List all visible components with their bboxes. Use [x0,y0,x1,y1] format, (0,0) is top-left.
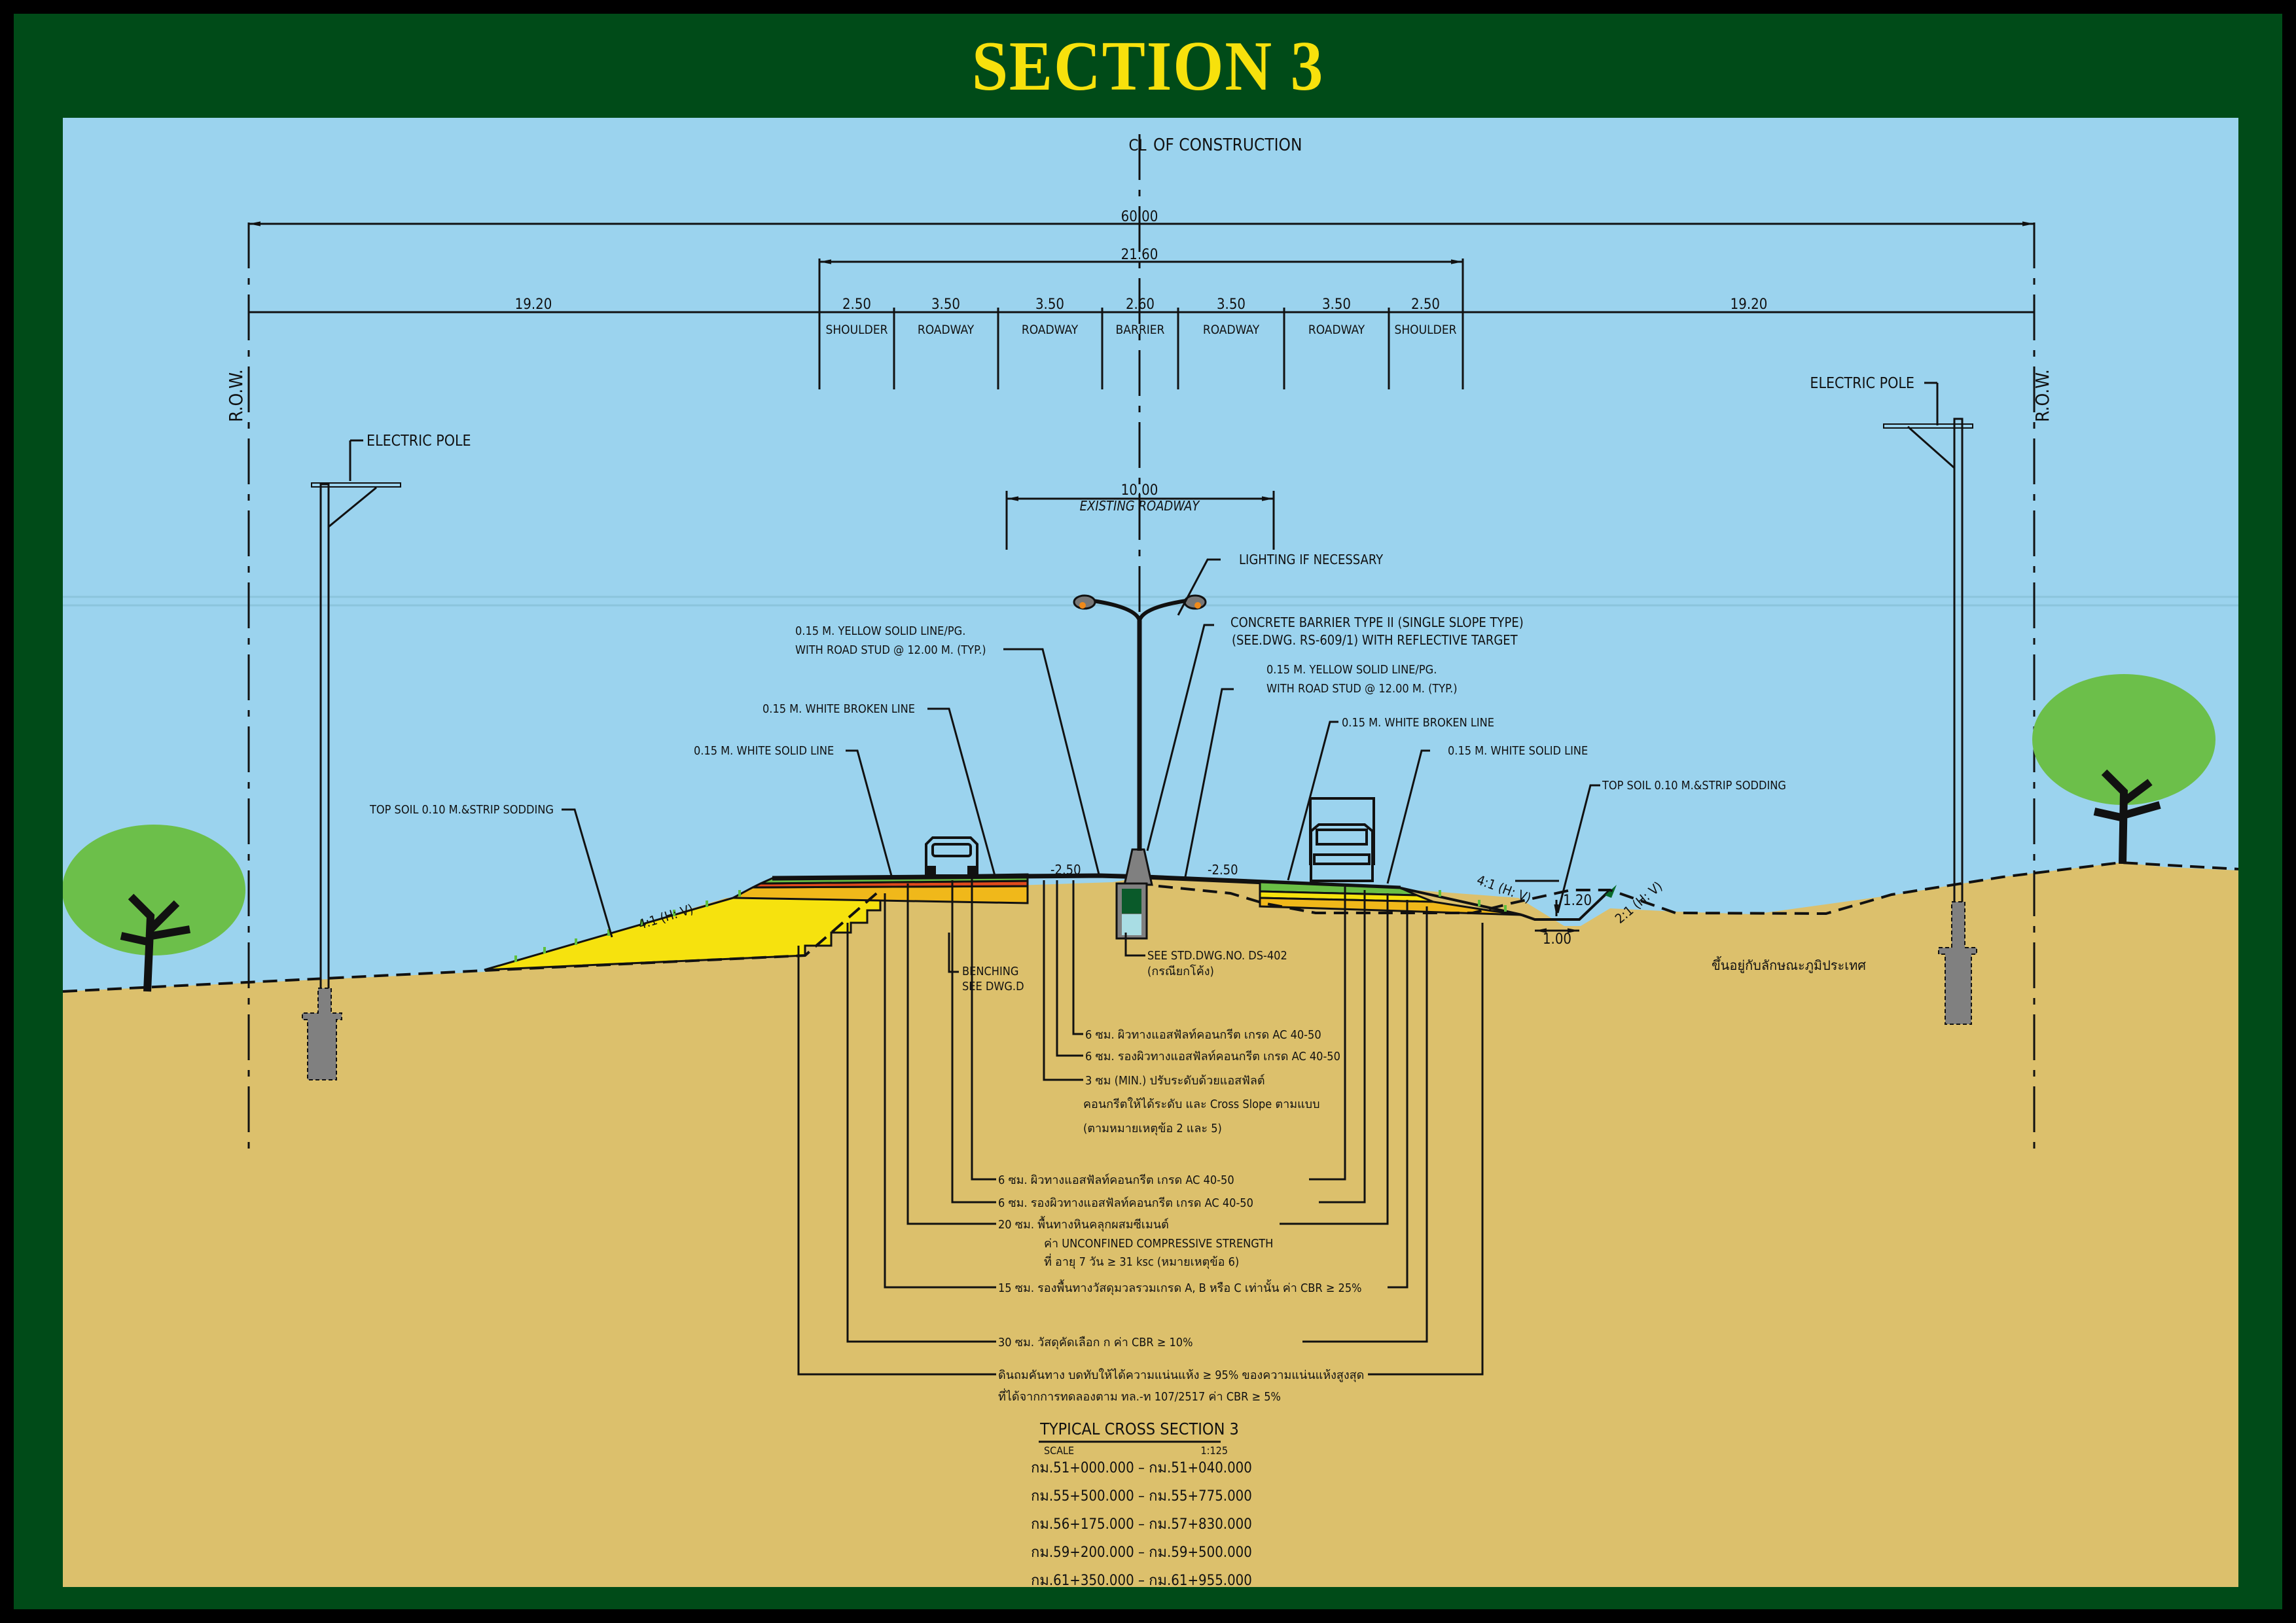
drain-1: SEE STD.DWG.NO. DS-402 [1147,949,1287,963]
dim-total-row: 60.00 [1121,209,1158,225]
pavement-layer: 6 ซม. ผิวทางแอสฟัลท์คอนกรีต เกรด AC 40-5… [998,1173,1234,1187]
electric-pole-right [1883,418,1977,1025]
lane-width: 3.50 [1322,296,1351,313]
existing-roadway-label: EXISTING ROADWAY [1080,498,1201,514]
station-range: กม.55+500.000 – กม.55+775.000 [1031,1488,1252,1505]
white-broken-left: 0.15 M. WHITE BROKEN LINE [762,702,915,716]
ditch [1521,889,1611,921]
barrier-label-1: CONCRETE BARRIER TYPE II (SINGLE SLOPE T… [1230,615,1524,630]
lane-width: 2.60 [1126,296,1155,313]
barrier-label-2: (SEE.DWG. RS-609/1) WITH REFLECTIVE TARG… [1232,632,1518,648]
lane-label: ROADWAY [1203,323,1260,337]
pavement-layer: ค่า UNCONFINED COMPRESSIVE STRENGTH [1044,1237,1273,1251]
lane-label: ROADWAY [918,323,975,337]
car-icon [925,836,978,878]
station-range: กม.59+200.000 – กม.59+500.000 [1031,1544,1252,1561]
cross-section-drawing: CL OF CONSTRUCTION R.O.W. R.O.W. 60.00 2… [63,134,2238,1587]
lane-label: SHOULDER [1394,323,1456,337]
station-range: กม.51+000.000 – กม.51+040.000 [1031,1460,1252,1476]
ditch-bottom: 1.00 [1543,931,1571,948]
lane-label: ROADWAY [1022,323,1079,337]
centerline-label: OF CONSTRUCTION [1153,135,1302,155]
electric-pole-left [302,482,401,1080]
median-layer: 6 ซม. รองผิวทางแอสฟัลท์คอนกรีต เกรด AC 4… [1085,1050,1340,1063]
existing-ground-line [63,861,2238,993]
dim-right-verge: 19.20 [1731,296,1768,313]
yellow-line-right-1: 0.15 M. YELLOW SOLID LINE/PG. [1266,663,1437,677]
white-broken-right: 0.15 M. WHITE BROKEN LINE [1342,716,1494,730]
layer-leader-lines [797,877,1484,1376]
station-range: กม.61+350.000 – กม.61+955.000 [1031,1573,1252,1587]
pavement-layer: 15 ซม. รองพื้นทางวัสดุมวลรวมเกรด A, B หร… [998,1279,1362,1295]
cross-section-panel: CL OF CONSTRUCTION R.O.W. R.O.W. 60.00 2… [63,118,2238,1587]
lane-width: 3.50 [1217,296,1246,313]
lane-label: SHOULDER [825,323,888,337]
pavement-layer: 6 ซม. รองผิวทางแอสฟัลท์คอนกรีต เกรด AC 4… [998,1196,1253,1210]
centerline-symbol: CL [1128,136,1146,154]
grass-sodding [514,890,1507,962]
yellow-line-left-2: WITH ROAD STUD @ 12.00 M. (TYP.) [795,643,986,657]
lane-width: 2.50 [842,296,871,313]
pavement-layer: ที่ อายุ 7 วัน ≥ 31 ksc (หมายเหตุข้อ 6) [1044,1253,1239,1269]
row-label-right: R.O.W. [2032,369,2053,422]
drain-2: (กรณียกโค้ง) [1147,964,1214,978]
cross-slope-left: -2.50 [1050,862,1081,878]
section-title: TYPICAL CROSS SECTION 3 [1039,1419,1239,1438]
natural-ground [63,863,2238,1587]
lighting-label: LIGHTING IF NECESSARY [1239,552,1384,567]
benching-1: BENCHING [962,965,1018,978]
lane-label: ROADWAY [1308,323,1365,337]
dim-existing-roadway: 10.00 [1121,482,1158,499]
scale-value: 1:125 [1201,1444,1228,1457]
benching-2: SEE DWG.D [962,980,1024,993]
lane-width: 3.50 [1035,296,1064,313]
median-layer: 6 ซม. ผิวทางแอสฟัลท์คอนกรีต เกรด AC 40-5… [1085,1028,1321,1042]
leader-lines [349,382,1939,973]
electric-pole-right-label: ELECTRIC POLE [1810,375,1914,392]
topsoil-right: TOP SOIL 0.10 M.&STRIP SODDING [1602,779,1786,793]
row-label-left: R.O.W. [225,369,247,422]
terrain-note: ขึ้นอยู่กับลักษณะภูมิประเทศ [1712,956,1866,974]
truck-icon [1309,797,1375,882]
scale-label: SCALE [1044,1444,1074,1457]
tree-right [2032,674,2215,865]
white-solid-left: 0.15 M. WHITE SOLID LINE [694,744,834,758]
dim-left-verge: 19.20 [515,296,552,313]
white-solid-right: 0.15 M. WHITE SOLID LINE [1448,744,1588,758]
dim-pavement: 21.60 [1121,247,1158,263]
median-layer: 3 ซม (MIN.) ปรับระดับด้วยแอสฟัลต์ [1085,1074,1265,1088]
topsoil-left: TOP SOIL 0.10 M.&STRIP SODDING [369,803,554,817]
pavement-layer: 30 ซม. วัสดุคัดเลือก ก ค่า CBR ≥ 10% [998,1336,1193,1349]
median-layer: คอนกรีตให้ได้ระดับ และ Cross Slope ตามแบ… [1083,1097,1320,1111]
lane-dimensions: 2.50 3.50 3.50 2.60 3.50 3.50 2.50 SHOUL… [825,296,1456,337]
electric-pole-left-label: ELECTRIC POLE [367,433,471,450]
dimension-lines [249,221,2034,933]
drafting-guide-lines [63,596,2238,607]
pavement-layer: 20 ซม. พื้นทางหินคลุกผสมซีเมนต์ [998,1216,1169,1232]
lane-label: BARRIER [1116,323,1165,337]
pavement-layer: ดินถมคันทาง บดทับให้ได้ความแน่นแห้ง ≥ 95… [998,1368,1364,1382]
median-layer: (ตามหมายเหตุข้อ 2 และ 5) [1083,1122,1222,1135]
station-range: กม.56+175.000 – กม.57+830.000 [1031,1516,1252,1533]
fill-slope-right [1400,887,1522,916]
concrete-barrier [1115,848,1153,940]
pavement-layer: ที่ได้จากการทดลองตาม ทล.-ท 107/2517 ค่า … [998,1388,1281,1404]
yellow-line-right-2: WITH ROAD STUD @ 12.00 M. (TYP.) [1266,682,1458,696]
cross-slope-right: -2.50 [1208,862,1238,878]
sheet-title: SECTION 3 [971,27,1325,105]
tree-left [63,825,245,992]
yellow-line-left-1: 0.15 M. YELLOW SOLID LINE/PG. [795,624,965,638]
lane-width: 3.50 [931,296,960,313]
ditch-depth: 1.20 [1563,893,1592,909]
lane-width: 2.50 [1411,296,1440,313]
